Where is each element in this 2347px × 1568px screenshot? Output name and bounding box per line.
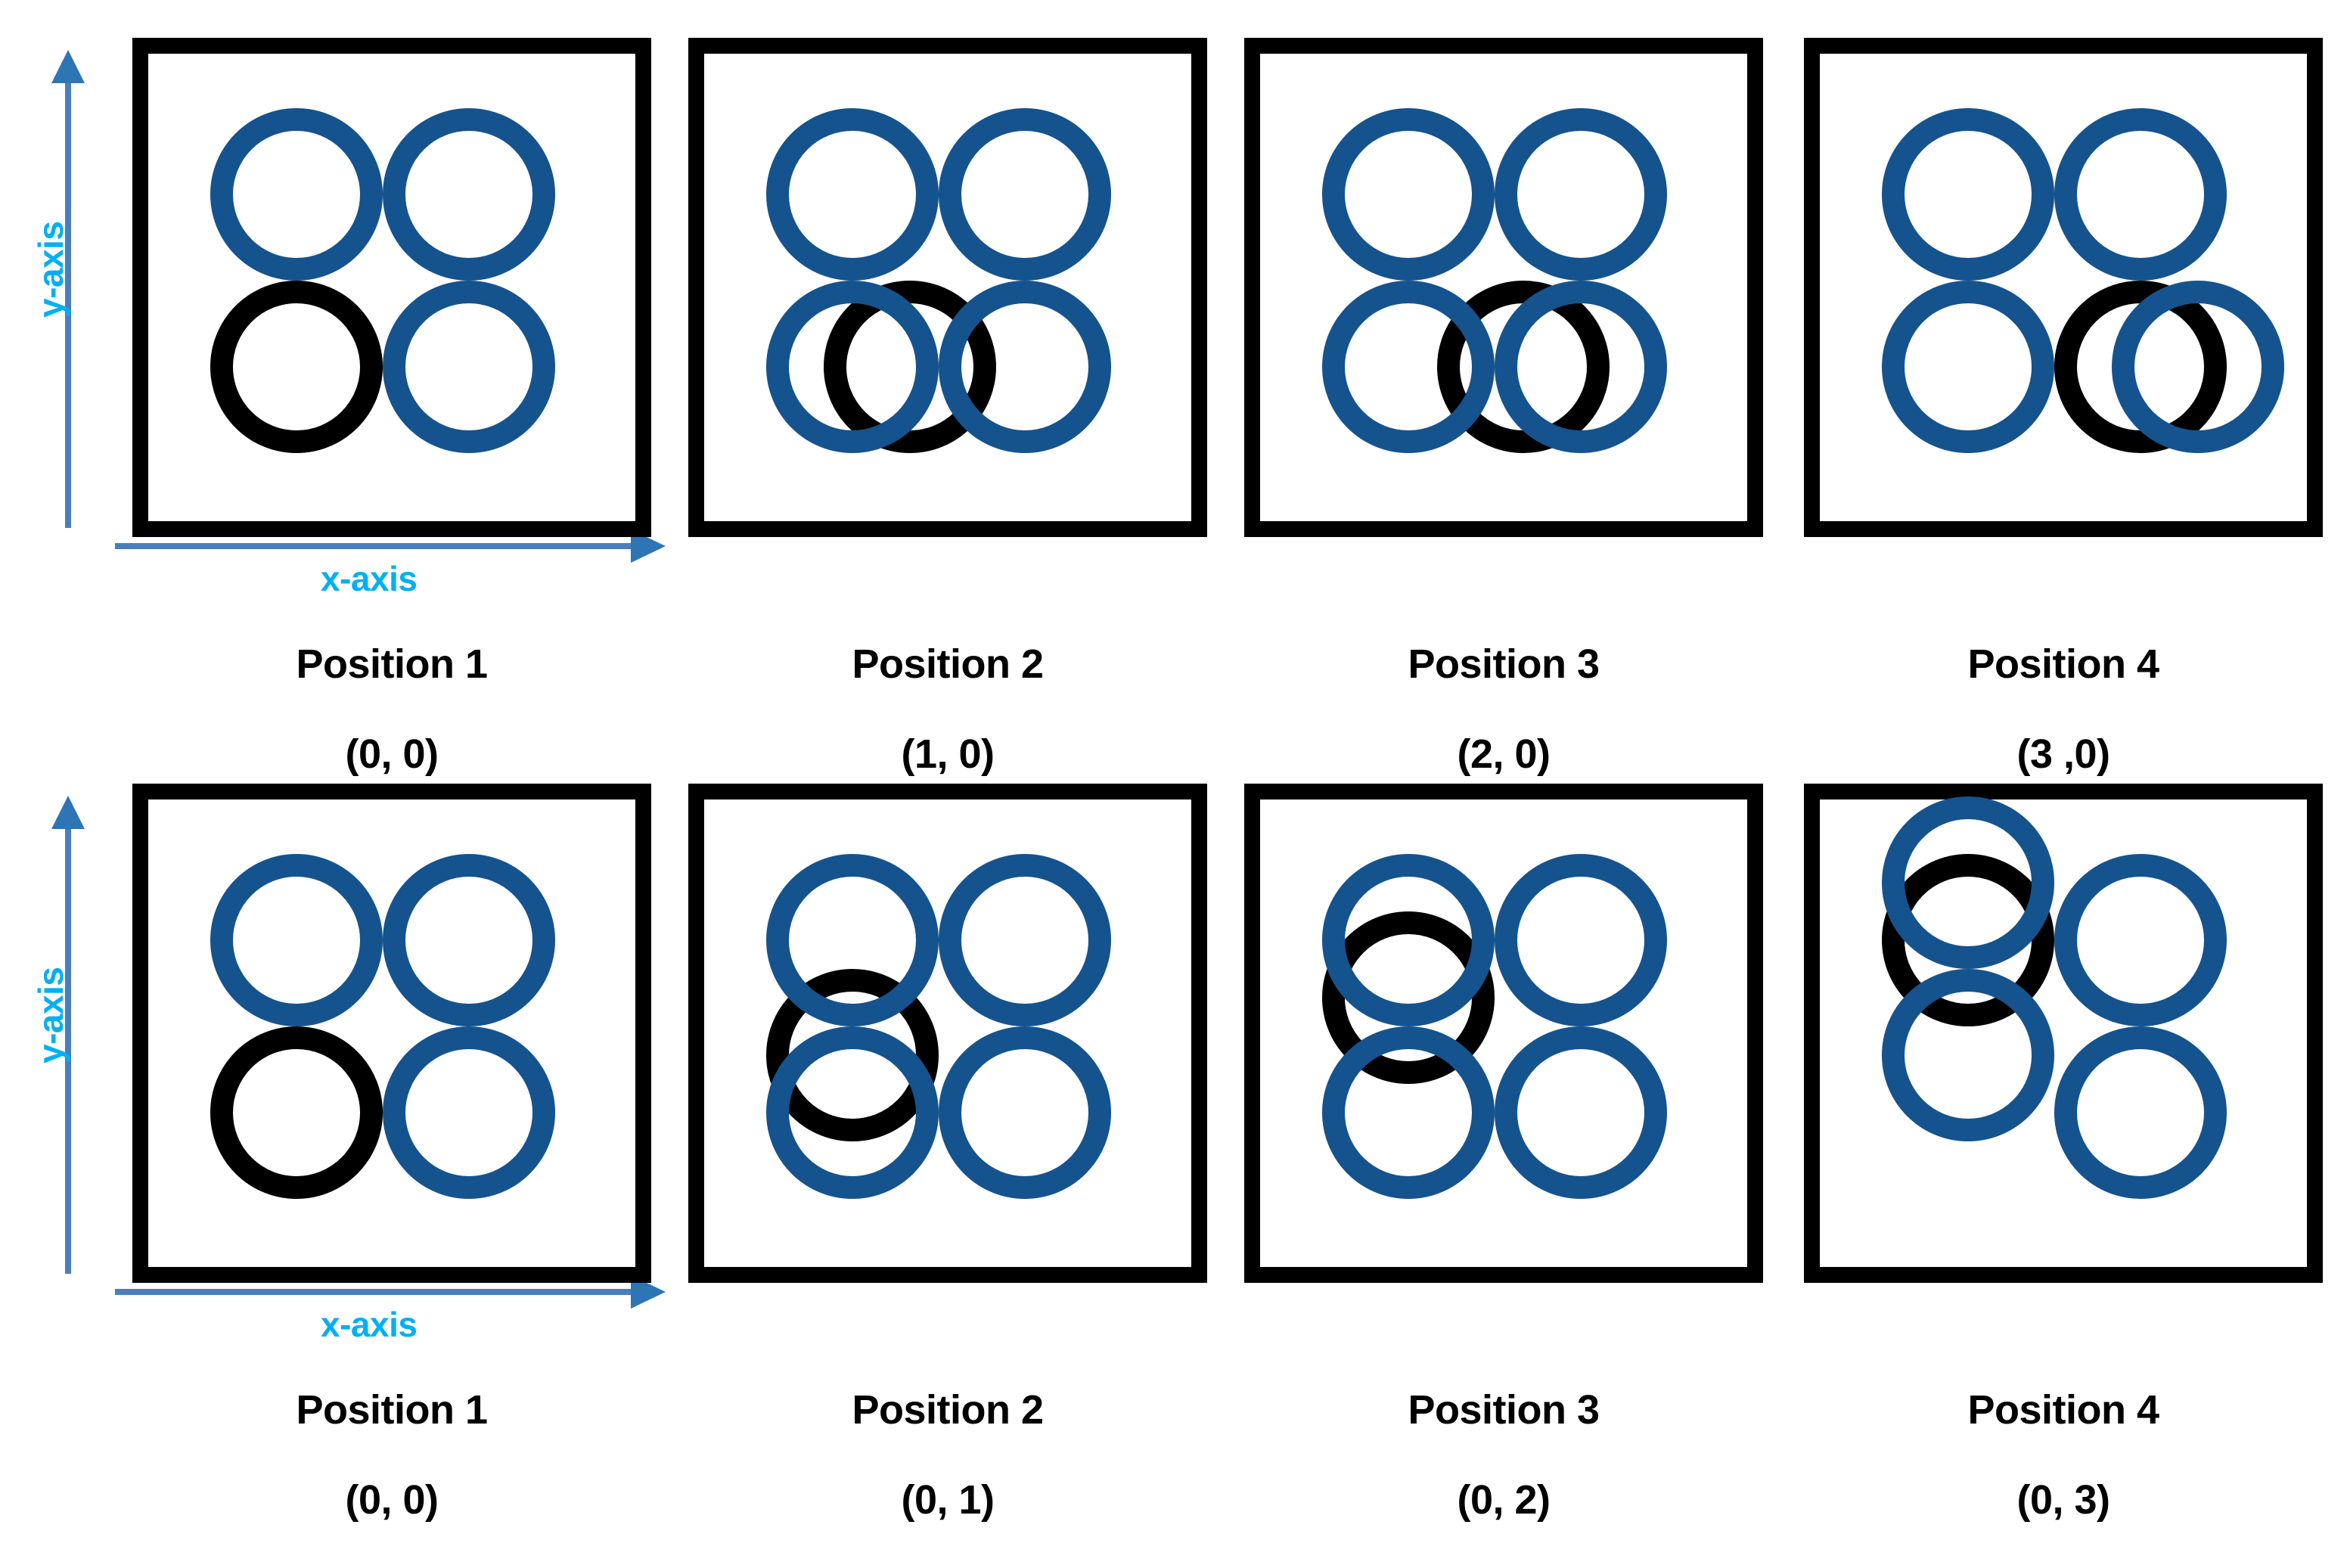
- panel-row1-4: [1804, 784, 2323, 1283]
- blue-ring-top-left: [210, 108, 383, 281]
- blue-ring-top-right: [2054, 108, 2227, 281]
- caption-coords: (3 ,0): [2016, 731, 2110, 778]
- panel-stage: [1820, 796, 2307, 1267]
- caption-title: Position 2: [852, 641, 1044, 688]
- caption-coords: (0, 2): [1457, 1477, 1551, 1523]
- x-axis-label: x-axis: [321, 559, 418, 598]
- panel-row0-3: [1244, 38, 1763, 537]
- blue-ring-bottom-right: [1495, 281, 1667, 453]
- caption-title: Position 1: [296, 641, 488, 688]
- blue-ring-top-right: [2054, 854, 2227, 1026]
- panel-frame: [132, 784, 651, 1283]
- caption-row1-3: Position 3 (0, 2): [1244, 1343, 1763, 1568]
- panel-frame: [132, 38, 651, 537]
- black-ring: [210, 281, 383, 453]
- panel-stage: [1260, 54, 1747, 521]
- y-axis-label: y-axis: [31, 221, 70, 318]
- blue-ring-top-right: [939, 108, 1111, 281]
- caption-coords: (1, 0): [901, 731, 995, 778]
- y-axis-arrow-icon: [51, 50, 85, 528]
- caption-coords: (2, 0): [1457, 731, 1551, 778]
- caption-row0-2: Position 2 (1, 0): [688, 598, 1207, 822]
- panel-row0-1: [132, 38, 651, 537]
- blue-ring-bottom-left: [1322, 1026, 1495, 1199]
- panel-row0-4: [1804, 38, 2323, 537]
- blue-ring-top-left: [210, 854, 383, 1026]
- panel-stage: [148, 54, 635, 521]
- caption-title: Position 3: [1408, 641, 1600, 688]
- caption-row1-1: Position 1 (0, 0): [132, 1343, 651, 1568]
- y-axis-arrow-icon: [51, 796, 85, 1274]
- black-ring: [210, 1026, 383, 1199]
- blue-ring-bottom-left: [1882, 281, 2054, 453]
- blue-ring-top-right: [1495, 108, 1667, 281]
- blue-ring-bottom-right: [383, 281, 555, 453]
- blue-ring-bottom-right: [939, 1026, 1111, 1199]
- blue-ring-top-left: [1322, 854, 1495, 1026]
- blue-ring-bottom-right: [2054, 1026, 2227, 1199]
- blue-ring-top-right: [1495, 854, 1667, 1026]
- blue-ring-bottom-right: [939, 281, 1111, 453]
- caption-coords: (0, 0): [345, 1477, 439, 1523]
- caption-coords: (0, 3): [2016, 1477, 2110, 1523]
- caption-title: Position 4: [1967, 641, 2159, 688]
- panel-frame: [688, 38, 1207, 537]
- blue-ring-bottom-right: [383, 1026, 555, 1199]
- blue-ring-bottom-left: [766, 1026, 939, 1199]
- blue-ring-top-right: [939, 854, 1111, 1026]
- blue-ring-bottom-left: [1322, 281, 1495, 453]
- caption-coords: (0, 1): [901, 1477, 995, 1523]
- blue-ring-top-right: [383, 108, 555, 281]
- panel-row1-3: [1244, 784, 1763, 1283]
- caption-row1-4: Position 4 (0, 3): [1804, 1343, 2323, 1568]
- caption-row0-3: Position 3 (2, 0): [1244, 598, 1763, 822]
- panel-frame: [1804, 38, 2323, 537]
- blue-ring-top-left: [1882, 796, 2054, 969]
- blue-ring-top-left: [1322, 108, 1495, 281]
- caption-row0-1: Position 1 (0, 0): [132, 598, 651, 822]
- blue-ring-top-left: [766, 854, 939, 1026]
- caption-coords: (0, 0): [345, 731, 439, 778]
- blue-ring-top-right: [383, 854, 555, 1026]
- blue-ring-top-left: [766, 108, 939, 281]
- x-axis-label: x-axis: [321, 1305, 418, 1344]
- blue-ring-top-left: [1882, 108, 2054, 281]
- panel-row0-2: [688, 38, 1207, 537]
- caption-title: Position 3: [1408, 1387, 1600, 1433]
- caption-row0-4: Position 4 (3 ,0): [1804, 598, 2323, 822]
- caption-title: Position 4: [1967, 1387, 2159, 1433]
- panel-row1-2: [688, 784, 1207, 1283]
- caption-row1-2: Position 2 (0, 1): [688, 1343, 1207, 1568]
- panel-stage: [1260, 800, 1747, 1267]
- panel-stage: [704, 54, 1191, 521]
- blue-ring-bottom-right: [2112, 281, 2284, 453]
- panel-stage: [1820, 54, 2307, 521]
- panel-stage: [704, 800, 1191, 1267]
- caption-title: Position 2: [852, 1387, 1044, 1433]
- row-y-axis-translation: y-axis x-axis Position 1 (0, 0): [0, 746, 2347, 1523]
- y-axis-label: y-axis: [31, 967, 70, 1063]
- caption-title: Position 1: [296, 1387, 488, 1433]
- blue-ring-bottom-left: [766, 281, 939, 453]
- blue-ring-bottom-right: [1495, 1026, 1667, 1199]
- panel-stage: [148, 800, 635, 1267]
- position-grid-figure: y-axis x-axis Position 1 (0, 0): [0, 0, 2347, 1523]
- panel-row1-1: [132, 784, 651, 1283]
- row-x-axis-translation: y-axis x-axis Position 1 (0, 0): [0, 0, 2347, 777]
- blue-ring-bottom-left: [1882, 969, 2054, 1141]
